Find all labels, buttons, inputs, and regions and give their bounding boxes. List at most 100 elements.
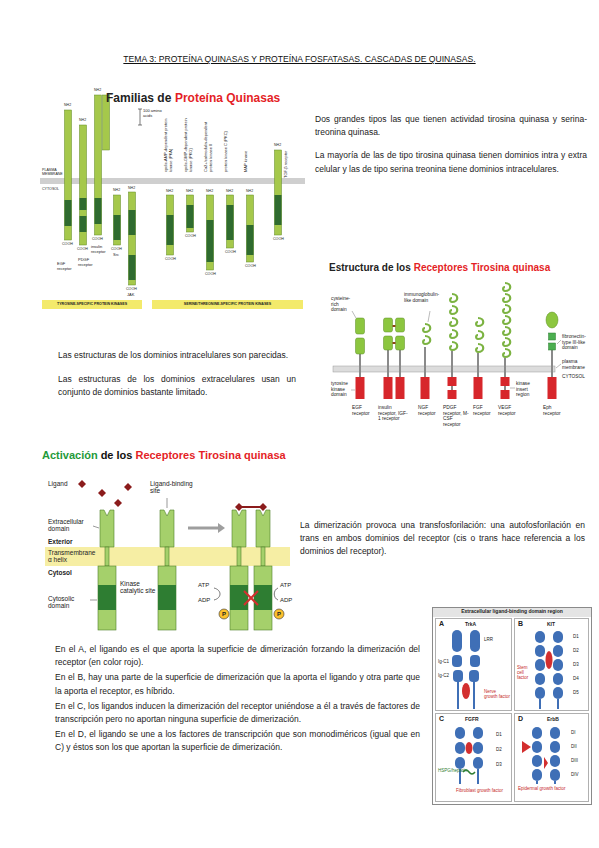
page-title: TEMA 3: PROTEÍNA QUINASAS Y PROTEÍNA FOS… — [123, 55, 475, 65]
transmembrane-stalk — [477, 353, 479, 377]
figure-header: Extracellular ligand-binding domain regi… — [433, 609, 591, 615]
ligand-label: Nerve growth factor — [484, 689, 510, 699]
nucleotide-label: ATP — [198, 582, 209, 589]
leader-line — [510, 388, 515, 389]
kinase-name: Ca2+/calmodulin-dependent protein kinase… — [204, 117, 213, 172]
figure-panel: DErbBDIDIIDIIIDIVEpidermal growth factor — [514, 713, 589, 802]
cysteine-rich-domain — [384, 318, 393, 332]
receptor-domain — [470, 655, 480, 667]
kinase-name: MAP kinase — [244, 117, 249, 172]
terminus-label: NH2 — [206, 189, 213, 193]
body-text: En el B, hay una parte de la superficie … — [55, 671, 420, 697]
domain-label: D1 — [573, 634, 579, 639]
kinase-domain — [158, 585, 176, 610]
disulfide-link — [393, 342, 396, 344]
receptor-domain — [455, 742, 465, 754]
domain-label: DIII — [571, 758, 578, 763]
ligand-symbol — [124, 483, 132, 491]
kinase-name: cyclic-AMP-dependent protein kinase (PKA… — [164, 117, 173, 172]
membrane-band — [45, 547, 290, 566]
figure-label: fibronectin-type III-like domain — [562, 334, 592, 351]
growth-factor — [522, 741, 531, 753]
kinase-domain — [80, 198, 87, 210]
class-label: TYROSINE-SPECIFIC PROTEIN KINASES — [57, 302, 127, 306]
atp-arrow — [274, 588, 278, 600]
cysteine-rich-domain — [546, 312, 558, 328]
leader-line — [352, 311, 356, 318]
state-arrow — [188, 523, 225, 533]
figure-title: Activación — [42, 449, 98, 462]
transmembrane-stalk — [451, 351, 453, 377]
domain-label: LRR — [484, 637, 493, 642]
immunoglobulin-domain — [476, 318, 483, 326]
tyrosine-kinase-domain — [474, 377, 483, 399]
terminus-label: COOH — [92, 237, 103, 241]
kinase-domain — [254, 585, 272, 610]
tyrosine-kinase-domain — [501, 390, 510, 399]
tyrosine-kinase-domain — [448, 377, 457, 386]
fibronectin-domain — [549, 333, 556, 350]
kinase-name: Eph receptor — [543, 405, 565, 416]
cysteine-rich-domain — [396, 318, 405, 332]
immunoglobulin-domain — [503, 327, 510, 335]
receptor-domain — [473, 742, 483, 754]
tyrosine-kinase-domain — [421, 377, 430, 399]
receptor-domain — [553, 659, 563, 671]
heparin-chain — [463, 770, 475, 774]
kinase-domain — [187, 205, 194, 228]
ligand-label: Fibroblast growth factor — [456, 788, 510, 793]
terminus-label: COOH — [77, 247, 88, 251]
domain-label: Ig-C2 — [438, 673, 449, 678]
tyrosine-kinase-domain — [501, 377, 510, 386]
receptor-domain — [453, 670, 463, 682]
receptor-domain — [455, 727, 465, 739]
kinase-bar — [187, 195, 194, 232]
kinase-name: EGF receptor — [352, 405, 374, 416]
kinase-name: JAK — [127, 293, 134, 298]
panel-letter: B — [518, 620, 523, 628]
kinase-name: insulin receptor — [91, 245, 113, 254]
class-label: SERINE/THREONINE-SPECIFIC PROTEIN KINASE… — [184, 302, 271, 306]
receptor-domain — [535, 631, 545, 643]
kinase-bar — [114, 195, 121, 245]
kinase-bar — [207, 195, 214, 270]
terminus-label: NH2 — [274, 143, 281, 147]
atp-arrow — [214, 588, 220, 600]
receptor-shape — [256, 510, 270, 547]
nucleotide-label: ADP — [198, 597, 210, 604]
kinase-bar — [65, 110, 72, 240]
figure-title: Estructura de los — [329, 262, 411, 274]
scale-bar — [138, 109, 142, 125]
receptor-shape — [98, 510, 272, 630]
receptor-domain — [532, 727, 542, 739]
panel-title: ErbB — [547, 717, 559, 723]
immunoglobulin-domain — [503, 316, 510, 324]
receptor-domain — [469, 670, 479, 682]
panel-letter: D — [518, 715, 523, 723]
kinase-bar — [95, 95, 102, 235]
terminus-label: NH2 — [166, 189, 173, 193]
leader-line — [90, 600, 97, 601]
receptor-domain — [535, 659, 545, 671]
receptor-domain — [535, 673, 545, 685]
receptor-domain — [550, 727, 560, 739]
terminus-label: COOH — [205, 272, 216, 276]
terminus-label: COOH — [225, 250, 236, 254]
figure-frame: Extracellular ligand-binding domain regi… — [432, 607, 592, 805]
disulfide-link — [393, 326, 396, 343]
rtk-structure-figure — [333, 283, 561, 399]
kinase-bar — [227, 195, 234, 248]
terminus-label: COOH — [111, 247, 122, 251]
kinase-domain — [275, 195, 282, 225]
tyrosine-kinase-domain — [548, 377, 557, 399]
figure-label: plasma membrane — [562, 359, 592, 370]
domain-label: D3 — [496, 762, 502, 767]
terminus-label: COOH — [245, 264, 256, 268]
receptor-domain — [550, 755, 560, 767]
figure-label: Kinase catalytic site — [120, 580, 156, 595]
leader-line — [351, 390, 355, 391]
figure-title: Familias de — [106, 92, 171, 106]
phosphate-circle — [219, 609, 229, 619]
immunoglobulin-domain — [450, 306, 457, 314]
terminus-label: NH2 — [64, 103, 71, 107]
